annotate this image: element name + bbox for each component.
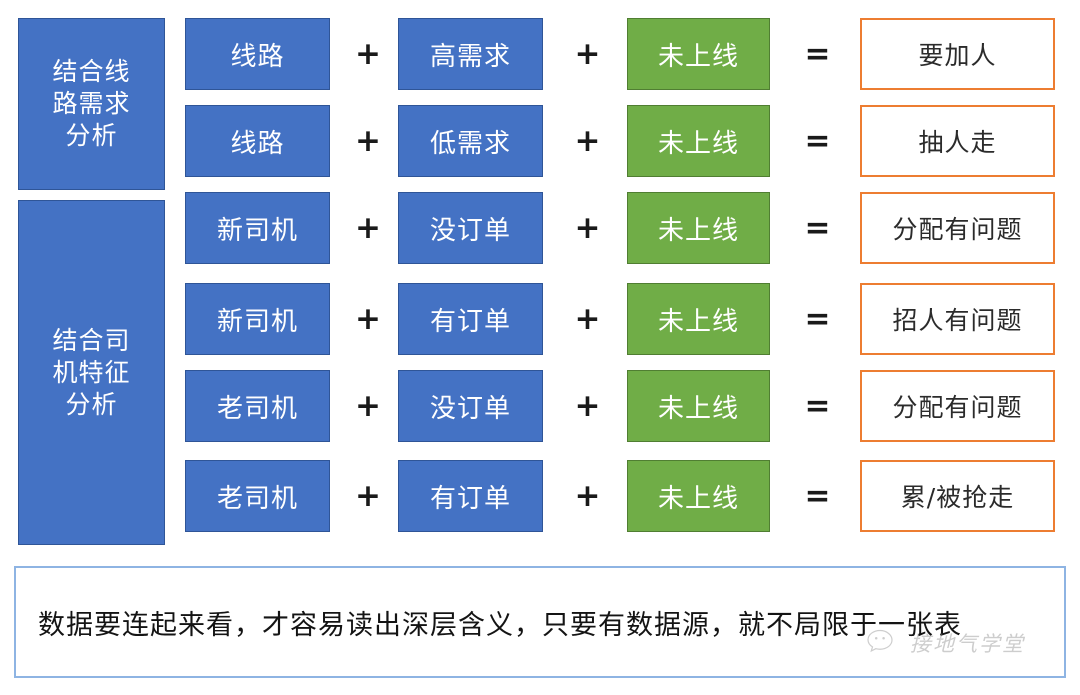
- condition-chip-secondary[interactable]: 有订单: [398, 283, 543, 355]
- condition-chip-secondary[interactable]: 高需求: [398, 18, 543, 90]
- plus-operator-icon: +: [574, 36, 601, 72]
- plus-operator-icon: +: [574, 301, 601, 337]
- outcome-box[interactable]: 累/被抢走: [860, 460, 1055, 532]
- chip-label: 有订单: [429, 483, 511, 514]
- condition-chip-primary[interactable]: 线路: [185, 18, 330, 90]
- summary-caption-text: 数据要连起来看，才容易读出深层含义，只要有数据源，就不局限于一张表: [38, 609, 962, 641]
- equals-operator-icon: =: [804, 36, 831, 72]
- equals-operator-icon: =: [804, 301, 831, 337]
- plus-operator-icon: +: [355, 478, 381, 514]
- condition-chip-secondary[interactable]: 低需求: [398, 105, 543, 177]
- plus-operator-icon: +: [574, 123, 601, 159]
- status-chip[interactable]: 未上线: [627, 460, 770, 532]
- chip-label: 低需求: [429, 128, 511, 159]
- outcome-label: 累/被抢走: [900, 483, 1015, 512]
- summary-caption-box: 数据要连起来看，才容易读出深层含义，只要有数据源，就不局限于一张表: [14, 566, 1066, 678]
- equals-operator-icon: =: [804, 478, 831, 514]
- status-chip[interactable]: 未上线: [627, 370, 770, 442]
- outcome-label: 招人有问题: [892, 306, 1023, 335]
- condition-chip-primary[interactable]: 线路: [185, 105, 330, 177]
- chip-label: 没订单: [429, 215, 511, 246]
- chip-label: 未上线: [657, 306, 739, 337]
- chip-label: 未上线: [657, 393, 739, 424]
- chip-label: 线路: [230, 128, 285, 159]
- chip-label: 老司机: [216, 483, 298, 514]
- chip-label: 有订单: [429, 306, 511, 337]
- chip-label: 未上线: [657, 41, 739, 72]
- plus-operator-icon: +: [574, 210, 601, 246]
- chip-label: 老司机: [216, 393, 298, 424]
- outcome-label: 分配有问题: [892, 393, 1023, 422]
- condition-chip-primary[interactable]: 新司机: [185, 283, 330, 355]
- equals-operator-icon: =: [804, 123, 831, 159]
- outcome-box[interactable]: 要加人: [860, 18, 1055, 90]
- chip-label: 线路: [230, 41, 285, 72]
- status-chip[interactable]: 未上线: [627, 105, 770, 177]
- outcome-box[interactable]: 招人有问题: [860, 283, 1055, 355]
- equals-operator-icon: =: [804, 210, 831, 246]
- chip-label: 没订单: [429, 393, 511, 424]
- condition-chip-primary[interactable]: 新司机: [185, 192, 330, 264]
- chip-label: 未上线: [657, 483, 739, 514]
- plus-operator-icon: +: [355, 36, 381, 72]
- equals-operator-icon: =: [804, 388, 831, 424]
- chip-label: 未上线: [657, 128, 739, 159]
- plus-operator-icon: +: [355, 301, 381, 337]
- status-chip[interactable]: 未上线: [627, 192, 770, 264]
- condition-chip-primary[interactable]: 老司机: [185, 370, 330, 442]
- plus-operator-icon: +: [355, 388, 381, 424]
- condition-chip-primary[interactable]: 老司机: [185, 460, 330, 532]
- plus-operator-icon: +: [574, 478, 601, 514]
- status-chip[interactable]: 未上线: [627, 18, 770, 90]
- outcome-label: 抽人走: [918, 128, 997, 157]
- watermark-text: 接地气学堂: [910, 632, 1025, 656]
- outcome-label: 要加人: [918, 41, 997, 70]
- chip-label: 未上线: [657, 215, 739, 246]
- status-chip[interactable]: 未上线: [627, 283, 770, 355]
- plus-operator-icon: +: [574, 388, 601, 424]
- outcome-box[interactable]: 分配有问题: [860, 192, 1055, 264]
- group-label-text: 结合线 路需求 分析: [52, 57, 131, 150]
- chip-label: 新司机: [216, 215, 298, 246]
- condition-chip-secondary[interactable]: 有订单: [398, 460, 543, 532]
- condition-chip-secondary[interactable]: 没订单: [398, 192, 543, 264]
- group-label-line-demand: 结合线 路需求 分析: [18, 18, 165, 190]
- outcome-label: 分配有问题: [892, 215, 1023, 244]
- wechat-bubble-icon: [866, 628, 904, 658]
- chip-label: 高需求: [429, 41, 511, 72]
- plus-operator-icon: +: [355, 210, 381, 246]
- chip-label: 新司机: [216, 306, 298, 337]
- outcome-box[interactable]: 抽人走: [860, 105, 1055, 177]
- plus-operator-icon: +: [355, 123, 381, 159]
- outcome-box[interactable]: 分配有问题: [860, 370, 1055, 442]
- group-label-driver-feature: 结合司 机特征 分析: [18, 200, 165, 545]
- condition-chip-secondary[interactable]: 没订单: [398, 370, 543, 442]
- watermark: 接地气学堂: [866, 628, 1025, 658]
- group-label-text: 结合司 机特征 分析: [52, 325, 131, 419]
